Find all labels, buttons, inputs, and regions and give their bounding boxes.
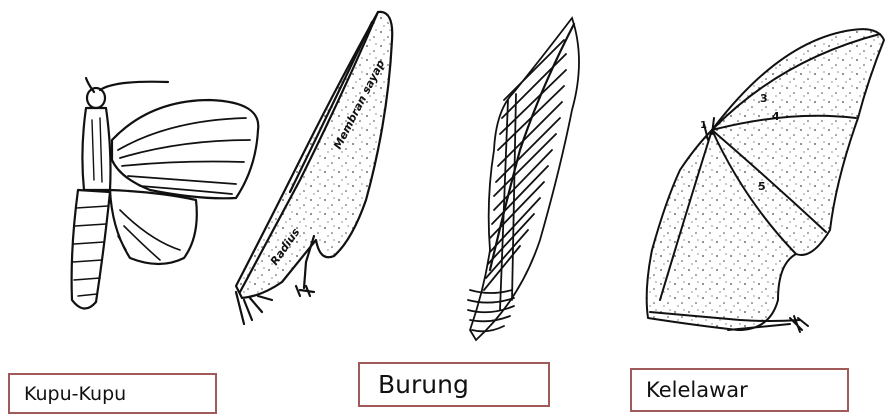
bat-digit-5: 5 xyxy=(758,180,766,193)
bat-digit-3: 3 xyxy=(760,92,768,105)
pterosaur-wing-drawing: Membran sayap Radius xyxy=(236,12,392,324)
bird-label-text: Burung xyxy=(378,370,469,399)
bat-digit-4: 4 xyxy=(772,110,780,123)
butterfly-head xyxy=(87,88,105,108)
butterfly-label-text: Kupu-Kupu xyxy=(24,383,126,405)
butterfly-antenna xyxy=(100,82,168,90)
bat-digit-1: 1 xyxy=(700,120,707,131)
butterfly-label: Kupu-Kupu xyxy=(8,373,217,414)
bat-label-text: Kelelawar xyxy=(646,378,748,402)
butterfly-drawing xyxy=(72,78,259,309)
butterfly-hindwing xyxy=(110,190,197,264)
bat-label: Kelelawar xyxy=(630,368,849,412)
butterfly-thorax xyxy=(82,108,110,190)
bat-wing-drawing: 1 3 4 5 xyxy=(647,29,884,332)
bird-label: Burung xyxy=(358,362,550,407)
bird-wing-drawing xyxy=(468,18,579,340)
